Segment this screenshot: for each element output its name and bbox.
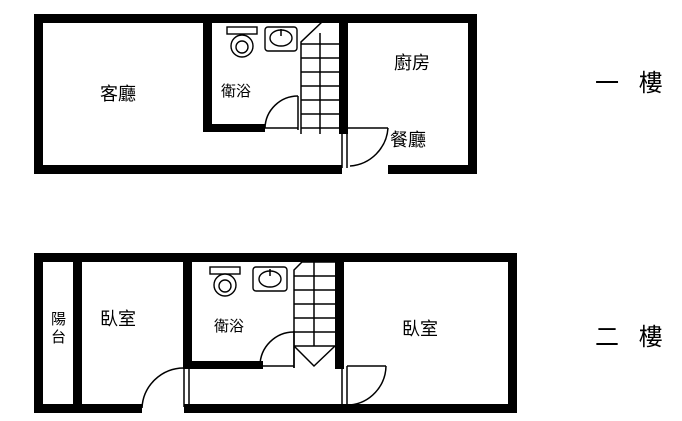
floor1-wall-bottom-right <box>388 165 477 174</box>
floor2-bedroom-right-door <box>341 365 387 407</box>
floor1-kitchen-wall <box>339 14 348 132</box>
floor1-dining-label: 餐廳 <box>390 130 426 151</box>
floor2-staircase <box>293 261 336 368</box>
floor2-bath-wall-bottom <box>183 361 263 369</box>
floor2-bedroom-left-label: 臥室 <box>100 309 136 330</box>
floor1-wall-left <box>34 14 43 174</box>
floor1-dining-door <box>341 127 389 168</box>
floor1-sink-icon <box>264 26 298 52</box>
floor1-staircase <box>300 21 339 134</box>
floor2-stair-wall-right <box>335 253 344 369</box>
floor2-sink-icon <box>252 266 288 292</box>
floor2-title: 二 樓 <box>595 323 669 351</box>
floor1-living-room-label: 客廳 <box>100 84 136 105</box>
floor1-bath-label: 衛浴 <box>221 82 251 100</box>
floor2-wall-bottom <box>34 404 517 413</box>
floor2-toilet-icon <box>209 266 241 297</box>
floor2-balcony-wall <box>73 253 82 413</box>
floor1-kitchen-wall-stub <box>339 124 348 134</box>
floor2-bath-door <box>259 331 295 368</box>
floor2-wall-right <box>508 253 517 413</box>
floor1-wall-bottom-left <box>34 165 342 174</box>
floor2-bath-wall-left <box>183 253 192 369</box>
floor2-balcony-label-top: 陽 <box>51 310 66 328</box>
floor2-bedroom-left-door <box>141 366 190 414</box>
floor1-wall-top <box>34 14 477 23</box>
floor2-bedroom-right-label: 臥室 <box>402 319 438 340</box>
floor1-bath-wall-left <box>203 14 212 132</box>
floor2-bath-label: 衛浴 <box>214 317 244 335</box>
floor1-wall-right <box>468 14 477 174</box>
second-floor-plan: 陽 台 臥室 衛浴 臥室 二 樓 <box>34 253 669 414</box>
floor1-bath-wall-bottom <box>203 124 265 132</box>
floor1-kitchen-label: 廚房 <box>394 52 430 74</box>
floor2-wall-top <box>34 253 517 262</box>
floor1-toilet-icon <box>226 26 258 58</box>
floor1-bath-door <box>264 95 299 130</box>
floor2-wall-left <box>34 253 43 413</box>
floor1-title: 一 樓 <box>595 69 669 97</box>
floor2-balcony-label-bottom: 台 <box>51 328 66 346</box>
first-floor-plan: 客廳 衛浴 廚房 餐廳 一 樓 <box>34 14 669 174</box>
